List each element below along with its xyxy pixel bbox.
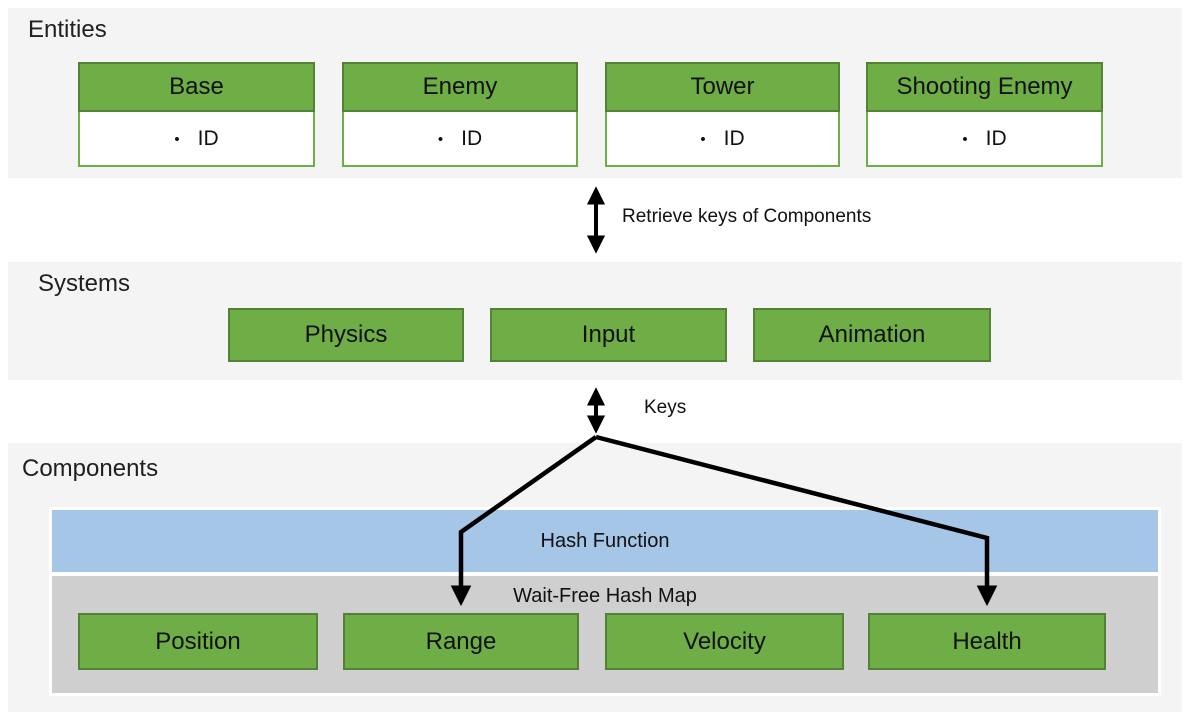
retrieve-keys-label: Retrieve keys of Components — [622, 206, 872, 227]
bullet-icon: • — [962, 131, 968, 148]
entity-card-bullet-item: ID — [197, 126, 219, 150]
system-box-input: Input — [490, 308, 727, 362]
entity-card-bullet-item: ID — [985, 126, 1007, 150]
bullet-icon: • — [437, 131, 444, 148]
entity-card-base: Base • ID — [78, 62, 315, 167]
entity-card-bullet-item: ID — [461, 126, 483, 150]
entity-card-bullet-item: ID — [723, 126, 745, 150]
component-box-range: Range — [343, 613, 579, 670]
entity-card-body: • ID — [78, 112, 315, 167]
components-section-label: Components — [22, 455, 159, 482]
systems-section: Systems Physics Input Animation — [8, 262, 1182, 380]
hash-function-bar: Hash Function — [49, 507, 1161, 575]
hash-function-label: Hash Function — [540, 529, 670, 552]
wait-free-hash-map-label: Wait-Free Hash Map — [513, 585, 697, 607]
entities-section: Entities Base • ID Enemy • ID Tower • ID… — [8, 8, 1182, 178]
entity-card-body: • ID — [866, 112, 1103, 167]
entities-section-label: Entities — [28, 16, 107, 43]
system-box-animation: Animation — [753, 308, 991, 362]
entity-card-body: • ID — [605, 112, 840, 167]
entity-card-tower: Tower • ID — [605, 62, 840, 167]
keys-label: Keys — [644, 397, 687, 418]
component-box-velocity: Velocity — [605, 613, 844, 670]
component-box-position: Position — [78, 613, 318, 670]
entity-card-enemy: Enemy • ID — [342, 62, 578, 167]
entity-card-shooting-enemy: Shooting Enemy • ID — [866, 62, 1103, 167]
entity-card-title: Enemy — [342, 62, 578, 112]
systems-section-label: Systems — [38, 270, 131, 297]
entity-card-title: Tower — [605, 62, 840, 112]
entity-card-body: • ID — [342, 112, 578, 167]
component-box-health: Health — [868, 613, 1106, 670]
components-section: Components Hash Function Wait-Free Hash … — [8, 443, 1182, 712]
bullet-icon: • — [174, 131, 180, 148]
entity-card-title: Base — [78, 62, 315, 112]
system-box-physics: Physics — [228, 308, 464, 362]
bullet-icon: • — [700, 131, 706, 148]
entity-card-title: Shooting Enemy — [866, 62, 1103, 112]
